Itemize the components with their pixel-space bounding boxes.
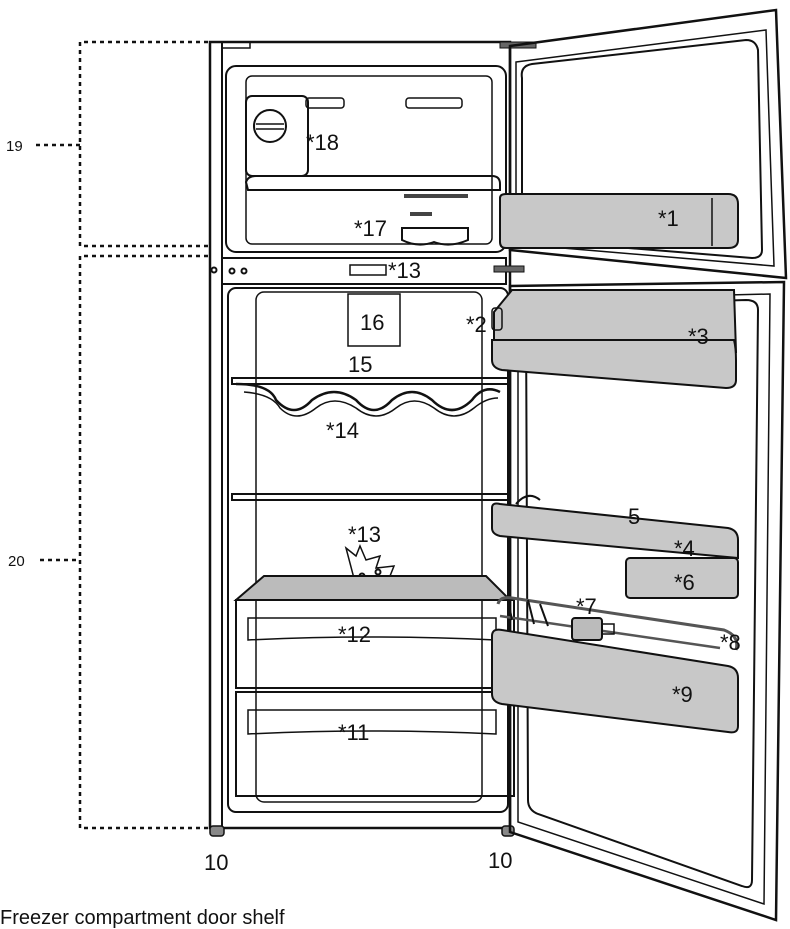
lamp-cover (347, 293, 401, 347)
caption: Freezer compartment door shelf (0, 907, 285, 929)
ice-maker-knob (253, 109, 287, 143)
label-7: *7 (576, 594, 597, 619)
label-8: *8 (720, 630, 741, 655)
wine-rack (235, 382, 501, 412)
ice-maker (245, 95, 309, 177)
glass-shelf (231, 377, 509, 385)
ice-tray (401, 227, 469, 246)
divider-panel (221, 257, 507, 285)
fridge-back (255, 291, 483, 803)
door-shelf-4 (491, 502, 739, 560)
label-18: *18 (306, 130, 339, 155)
label-15: 15 (348, 352, 372, 377)
label-4: *4 (674, 536, 695, 561)
middle-hinge (493, 265, 525, 273)
freezer-door (508, 8, 788, 280)
door-shelf-6 (625, 557, 739, 599)
crisper-drawer-lower (235, 691, 515, 797)
label-2: *2 (466, 312, 487, 337)
label-1: *1 (658, 206, 679, 231)
label-13-mid: *13 (348, 522, 381, 547)
label-10-left: 10 (204, 850, 228, 875)
bracket-20 (78, 254, 208, 830)
crisper-drawer-upper (235, 599, 515, 689)
crisper-cover (233, 575, 513, 601)
bottle-shelf (491, 628, 739, 734)
label-16: 16 (360, 310, 384, 335)
label-6: *6 (674, 570, 695, 595)
label-17: *17 (354, 216, 387, 241)
label-10-right: 10 (488, 848, 512, 873)
top-badge (221, 41, 251, 49)
freezer-vent-right (405, 97, 463, 109)
label-19: 19 (6, 138, 23, 155)
freezer-shelf (244, 175, 501, 191)
temperature-control (349, 264, 387, 276)
leveling-foot-right (501, 825, 515, 837)
label-11: *11 (338, 720, 369, 745)
label-12: *12 (338, 622, 371, 647)
label-13-top: *13 (388, 258, 421, 283)
door-switch (491, 307, 503, 331)
label-3: *3 (688, 324, 709, 349)
bottle-retainer (496, 596, 739, 651)
middle-shelf (231, 493, 509, 501)
label-9: *9 (672, 682, 693, 707)
fridge-interior (227, 287, 509, 813)
label-5: 5 (628, 504, 640, 529)
label-14: *14 (326, 418, 359, 443)
label-20: 20 (8, 553, 25, 570)
leveling-foot-left (209, 825, 225, 837)
freezer-door-shelf (499, 193, 739, 249)
bracket-19 (78, 40, 208, 248)
freezer-interior (225, 65, 507, 253)
freezer-vent-left (305, 97, 345, 109)
bottle-holder (571, 617, 603, 641)
